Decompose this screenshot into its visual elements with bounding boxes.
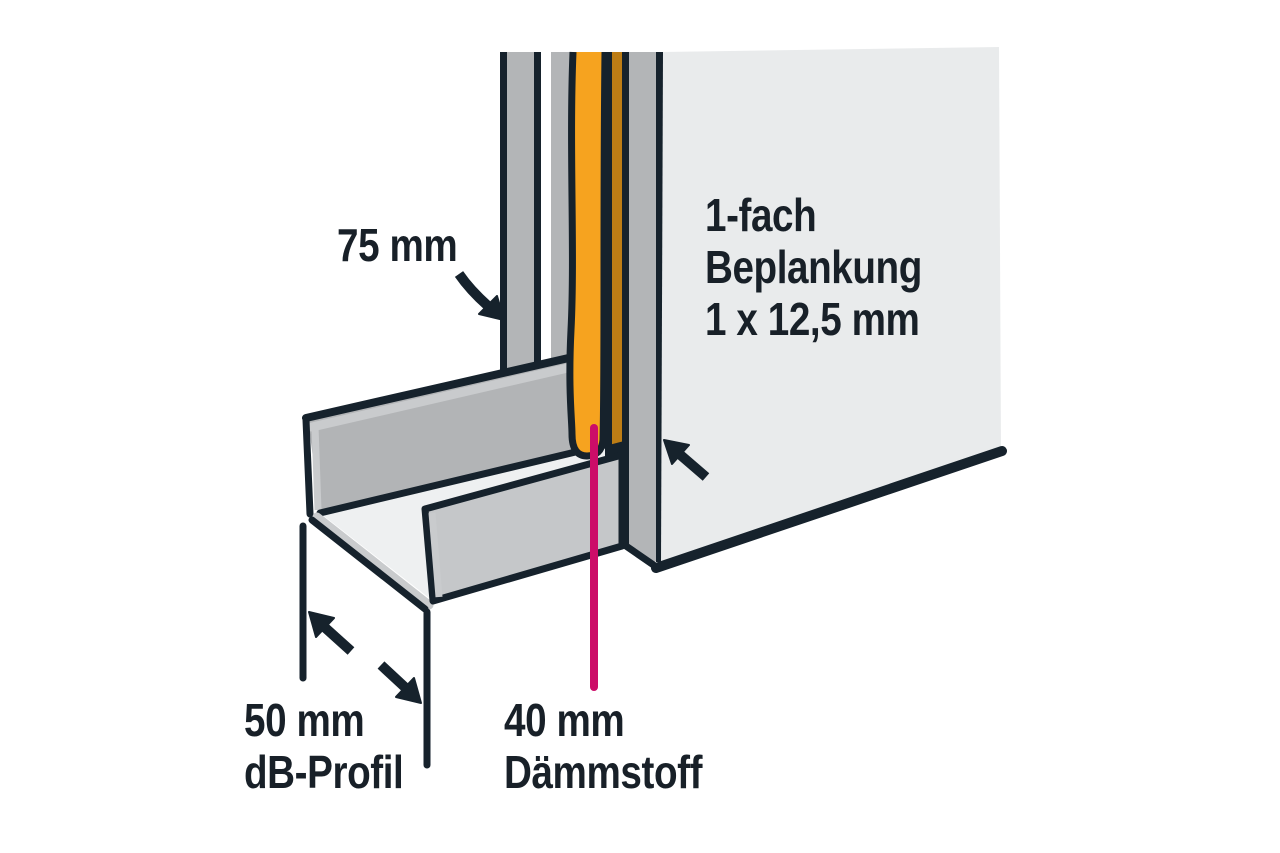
insulation-line1: 40 mm — [504, 694, 625, 746]
back-plasterboard-edge — [507, 52, 534, 375]
channel-front-flange — [421, 451, 626, 605]
front-board-face-panel — [661, 47, 1001, 563]
channel-back-flange-left-edge — [302, 416, 314, 518]
channel-web-surface — [320, 434, 651, 601]
channel-back-flange-left-rim — [311, 425, 322, 511]
insulation-amber-strip — [612, 52, 622, 445]
front-board-edge-strip — [629, 52, 656, 564]
planking-label: 1-fach Beplankung 1 x 12,5 mm — [705, 189, 922, 345]
planking-line3: 1 x 12,5 mm — [705, 293, 920, 345]
channel-front-flange-left-rim — [428, 512, 443, 598]
insulation-divider-left — [605, 52, 612, 448]
channel-front-flange-face — [421, 451, 626, 605]
profile-arrow-right — [377, 661, 422, 704]
stud-width-value: 75 mm — [337, 219, 458, 271]
channel-web-bottom-edge — [308, 516, 429, 613]
annotation-arrows — [308, 271, 710, 704]
planking-line2: Beplankung — [705, 241, 922, 293]
back-wall-layers — [500, 52, 572, 375]
insulation-label: 40 mm Dämmstoff — [504, 694, 702, 798]
front-board-edge-bottom-cut — [622, 542, 659, 570]
front-board-face — [651, 47, 1007, 573]
front-board-edge — [622, 52, 663, 570]
stud-back-flange-strip — [551, 52, 572, 361]
front-board-bottom-edge — [651, 446, 1007, 573]
profile-line2: dB-Profil — [244, 746, 404, 798]
dimension-ticks — [299, 522, 431, 769]
stud-width-arrow — [454, 271, 505, 321]
channel-back-flange-face — [308, 340, 651, 513]
channel-web-cut-rim — [312, 512, 434, 610]
profile-line1: 50 mm — [244, 694, 365, 746]
insulation-orange-column — [566, 51, 609, 460]
profile-label: 50 mm dB-Profil — [244, 694, 404, 798]
planking-line1: 1-fach — [705, 189, 817, 241]
profile-arrow-left — [308, 611, 355, 655]
insulation-line2: Dämmstoff — [504, 746, 703, 798]
stud-width-label: 75 mm — [337, 219, 458, 271]
planking-arrow — [663, 439, 710, 481]
